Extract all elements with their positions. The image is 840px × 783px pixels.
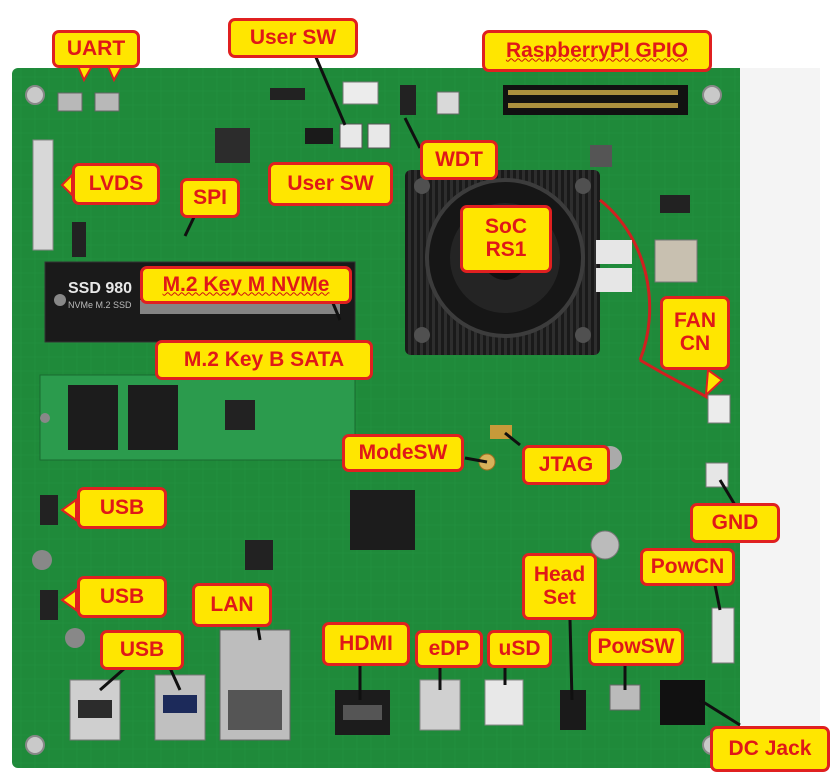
- lvds-connector: [32, 139, 54, 251]
- label-soc: SoC RS1: [460, 205, 552, 273]
- label-spi: SPI: [180, 178, 240, 218]
- label-jtag: JTAG: [522, 445, 610, 485]
- label-headset-line1: Head: [533, 562, 586, 586]
- label-soc-line1: SoC: [485, 215, 527, 239]
- ssd-model-text: SSD 980: [68, 280, 133, 297]
- label-soc-line2: RS1: [485, 238, 527, 261]
- label-fan-cn: FAN CN: [660, 296, 730, 370]
- power-connector: [711, 607, 735, 664]
- label-wdt: WDT: [420, 140, 498, 180]
- label-fan-line2: CN: [679, 332, 711, 355]
- label-user-sw-top: User SW: [228, 18, 358, 58]
- label-m2-sata: M.2 Key B SATA: [155, 340, 373, 380]
- label-modesw: ModeSW: [342, 434, 464, 472]
- label-powsw: PowSW: [588, 628, 684, 666]
- label-usb-3: USB: [100, 630, 184, 670]
- label-dc-jack: DC Jack: [710, 726, 830, 772]
- label-raspberrypi-gpio: RaspberryPI GPIO: [482, 30, 712, 72]
- usb-header: [40, 495, 58, 525]
- user-switch: [367, 123, 391, 149]
- usd-slot: [484, 679, 524, 726]
- label-headset: Head Set: [522, 553, 597, 620]
- label-m2-nvme: M.2 Key M NVMe: [140, 266, 352, 304]
- label-hdmi: HDMI: [322, 622, 410, 666]
- gpio-header: [503, 85, 688, 115]
- usb-header: [40, 590, 58, 620]
- label-powcn: PowCN: [640, 548, 735, 586]
- label-usb-1: USB: [77, 487, 167, 529]
- label-user-sw-mid: User SW: [268, 162, 393, 206]
- label-headset-line2: Set: [543, 585, 576, 609]
- uart-button: [57, 92, 83, 112]
- label-usb-2: USB: [77, 576, 167, 618]
- user-switch: [339, 123, 363, 149]
- label-edp: eDP: [415, 630, 483, 668]
- label-lan: LAN: [192, 583, 272, 627]
- dc-jack: [660, 680, 705, 725]
- uart-button: [94, 92, 120, 112]
- label-uart: UART: [52, 30, 140, 68]
- mount-hole: [25, 85, 45, 105]
- ssd-subtext: NVMe M.2 SSD: [68, 300, 132, 310]
- callout-pointers: [60, 54, 741, 727]
- label-usd: uSD: [487, 630, 552, 668]
- mount-hole: [702, 85, 722, 105]
- label-lvds: LVDS: [72, 163, 160, 205]
- mount-hole: [25, 735, 45, 755]
- fan-connector: [707, 394, 731, 424]
- label-gnd: GND: [690, 503, 780, 543]
- label-fan-line1: FAN: [674, 309, 716, 333]
